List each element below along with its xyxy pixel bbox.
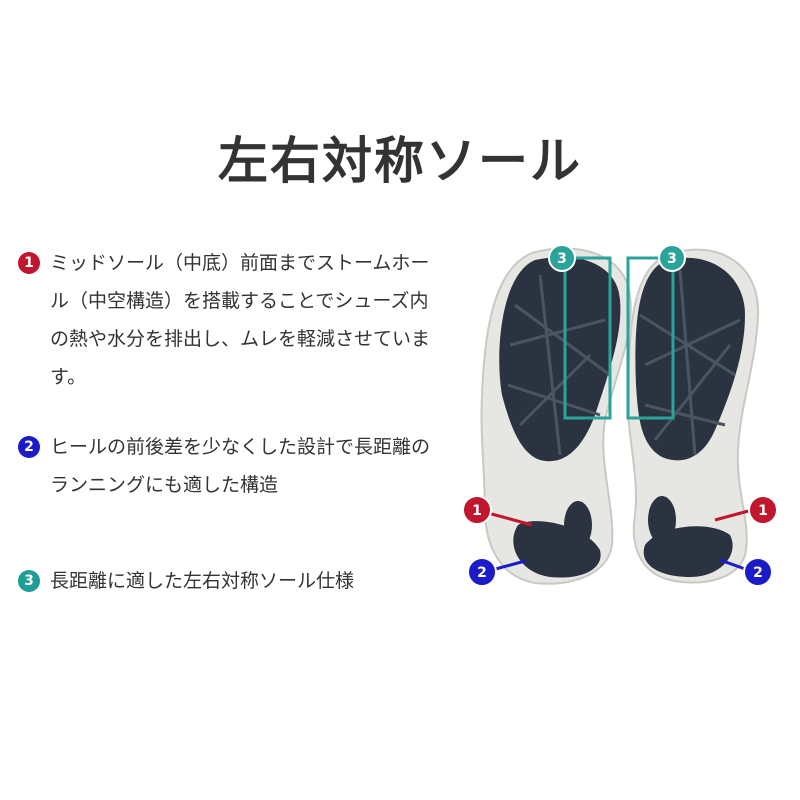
svg-text:2: 2 [477, 565, 487, 581]
page-title: 左右対称ソール [218, 132, 582, 190]
right-callout-2-line [719, 558, 749, 572]
left-heel-window [564, 501, 592, 549]
feature-2-number-badge: 2 [18, 436, 40, 458]
right-callout-1-line [714, 508, 753, 522]
left-badge-3 [548, 244, 576, 272]
feature-3-text: 長距離に適した左右対称ソール仕様 [50, 570, 355, 592]
shoe-sole-illustration: 3 3 1 2 1 2 [462, 244, 778, 587]
svg-text:3: 3 [557, 251, 567, 267]
feature-2: 2 ヒールの前後差を少なくした設計で長距離のランニングにも適した構造 [18, 428, 438, 504]
right-callout-2-badge [743, 557, 773, 587]
svg-text:1: 1 [758, 503, 768, 519]
svg-text:2: 2 [753, 565, 763, 581]
left-callout-2-badge [467, 557, 497, 587]
left-tread-pattern [507, 274, 611, 456]
left-callout-1-badge [462, 495, 492, 525]
svg-text:3: 3 [667, 251, 677, 267]
right-callout-1-badge [748, 495, 778, 525]
svg-text:1: 1 [472, 503, 482, 519]
right-tread-pattern [639, 269, 741, 456]
left-outsole-forefoot [499, 256, 621, 462]
feature-3-number-badge: 3 [18, 570, 40, 592]
right-center-highlight-box [626, 256, 675, 420]
feature-1-number-badge: 1 [18, 252, 40, 274]
feature-1-text: ミッドソール（中底）前面までストームホール（中空構造）を搭載することでシューズ内… [50, 252, 431, 388]
left-callout-1-line [487, 511, 533, 527]
right-badge-3 [658, 244, 686, 272]
left-callout-2-line [491, 559, 526, 572]
feature-2-text: ヒールの前後差を少なくした設計で長距離のランニングにも適した構造 [50, 436, 431, 496]
left-center-highlight-box [563, 256, 612, 420]
right-heel-window [648, 496, 676, 544]
feature-3: 3 長距離に適した左右対称ソール仕様 [18, 562, 438, 600]
feature-1: 1 ミッドソール（中底）前面までストームホール（中空構造）を搭載することでシュー… [18, 244, 438, 396]
